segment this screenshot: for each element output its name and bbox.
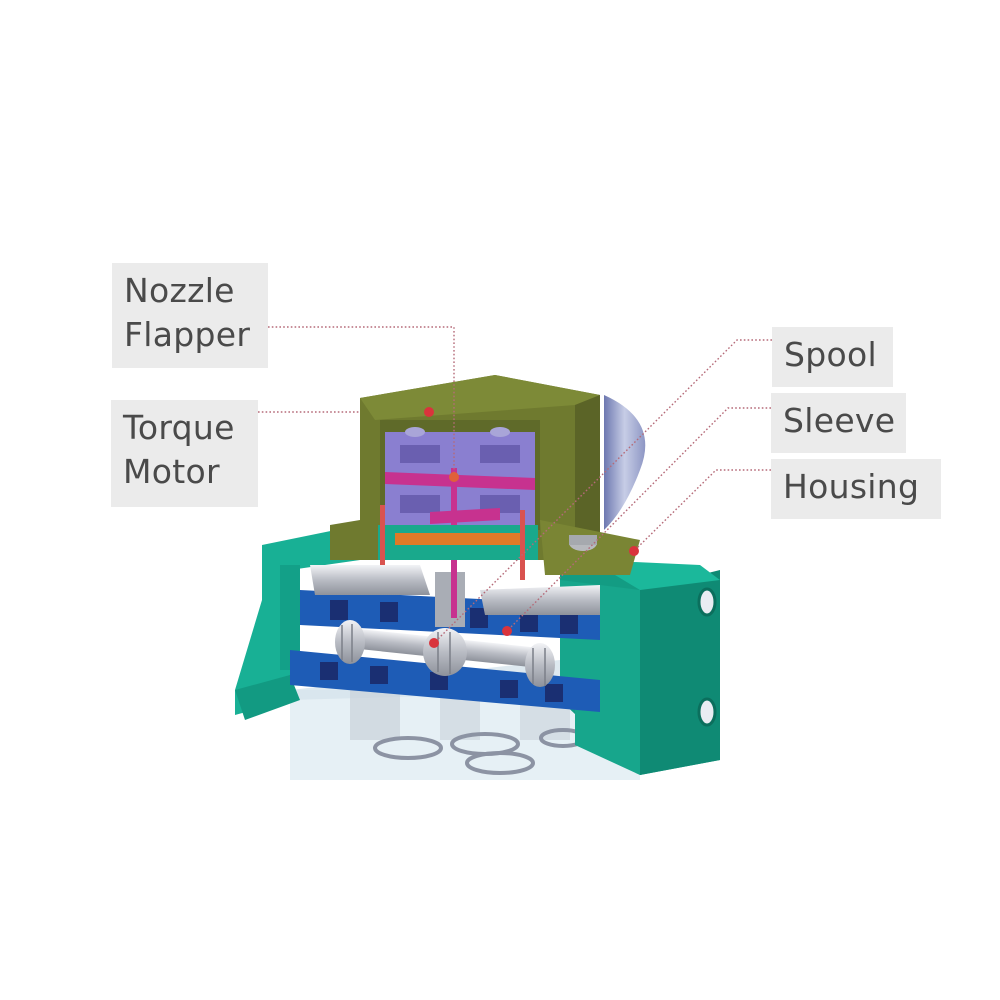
label-nozzle-flapper: Nozzle Flapper	[112, 263, 268, 368]
label-spool-text: Spool	[784, 335, 877, 374]
spool-part	[335, 620, 555, 687]
marker-sleeve	[502, 626, 512, 636]
label-spool: Spool	[772, 327, 893, 387]
label-sleeve: Sleeve	[771, 393, 906, 453]
label-nozzle-flapper-line2: Flapper	[124, 315, 251, 354]
label-torque-motor: Torque Motor	[111, 400, 258, 507]
nozzle-cylinders	[310, 565, 600, 627]
leader-line-spool	[431, 339, 772, 646]
leader-line-nozzle-flapper	[268, 326, 455, 477]
label-nozzle-flapper-line1: Nozzle	[124, 271, 235, 310]
marker-housing	[629, 546, 639, 556]
label-torque-motor-line2: Motor	[123, 452, 220, 491]
marker-torque-motor	[424, 407, 434, 417]
leader-line-housing	[633, 469, 771, 552]
nozzle-band	[378, 505, 538, 580]
leader-lines	[258, 326, 772, 646]
label-sleeve-text: Sleeve	[783, 401, 896, 440]
label-housing: Housing	[771, 459, 941, 519]
marker-nozzle-flapper	[449, 472, 459, 482]
label-torque-motor-line1: Torque	[123, 408, 235, 447]
marker-spool	[429, 638, 439, 648]
leader-line-sleeve	[506, 407, 771, 632]
label-housing-text: Housing	[783, 467, 920, 506]
end-cap	[604, 395, 646, 530]
marker-dots	[424, 407, 639, 648]
